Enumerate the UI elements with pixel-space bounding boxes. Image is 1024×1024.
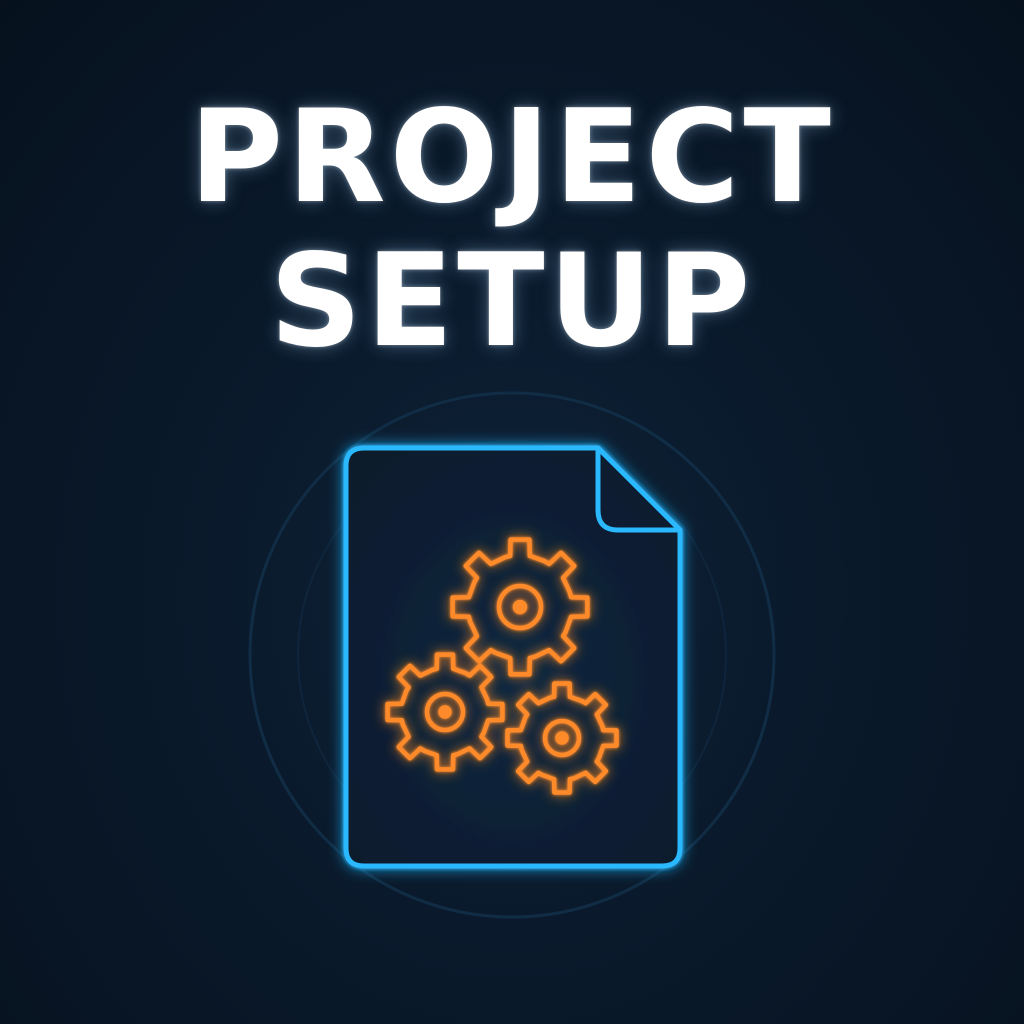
gear-large-center: [512, 599, 528, 615]
glow-ring-inner: [297, 440, 727, 870]
title-line-setup: SETUP: [269, 227, 755, 376]
gear-large-icon: [450, 537, 590, 677]
gear-left-hub: [424, 691, 466, 733]
gear-large-hub: [496, 583, 544, 631]
document-icon: [343, 445, 683, 869]
gear-right-hub: [542, 718, 582, 758]
gear-left-center: [438, 705, 452, 719]
gear-right-icon: [505, 681, 619, 795]
gear-left-icon: [385, 652, 505, 772]
glow-ring-outer: [248, 391, 776, 919]
gear-right-center: [555, 731, 569, 745]
title-line-project: PROJECT: [189, 83, 835, 232]
